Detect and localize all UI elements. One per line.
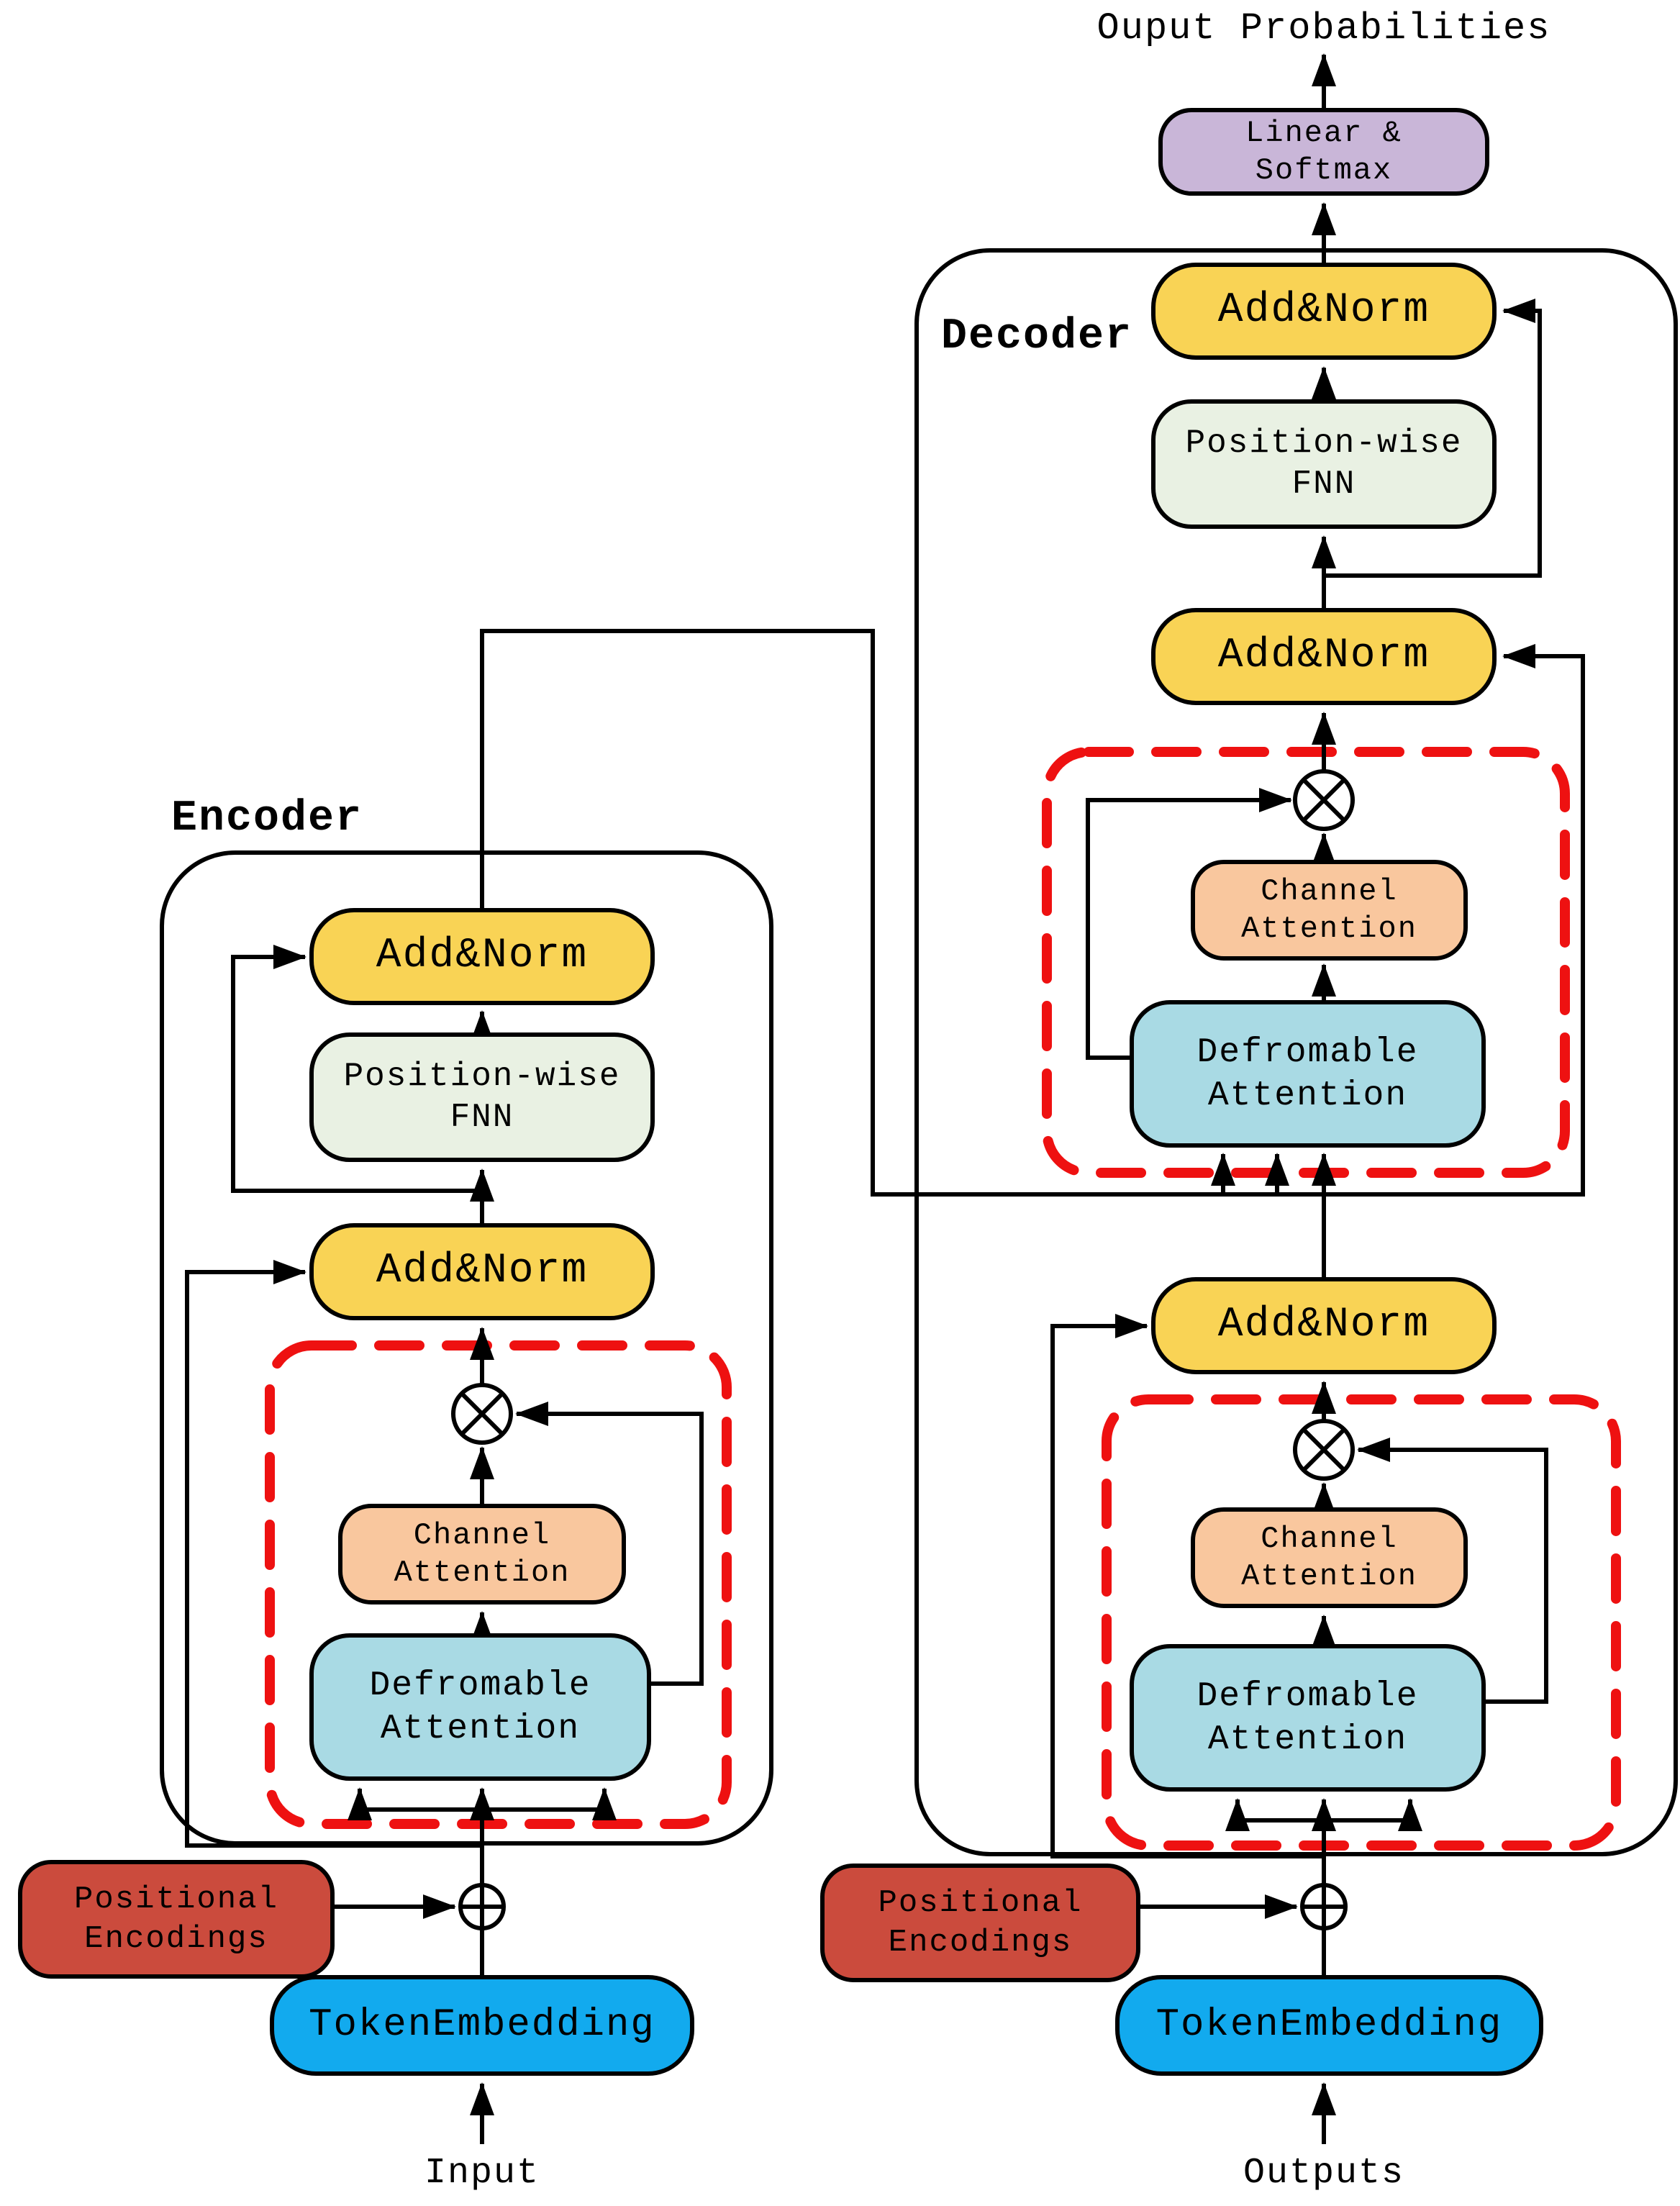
arrow-bracket-right-into-deformable <box>482 1787 617 1820</box>
encoder-attention-dashed-box <box>265 1340 732 1829</box>
decoder-token-embedding: TokenEmbedding <box>1115 1975 1543 2076</box>
encoder-positional-line2: Encodings <box>84 1920 268 1957</box>
decoder-positional-encodings: Positional Encodings <box>820 1864 1140 1982</box>
encoder-positional-line1: Positional <box>73 1881 279 1917</box>
input-label: Input <box>424 2152 540 2194</box>
residual-into-add-norm-top <box>231 945 482 1193</box>
decoder-add-norm-bottom: Add&Norm <box>1151 1277 1497 1374</box>
decoder-fnn-line2: FNN <box>1291 466 1356 503</box>
encoder-fnn-line2: FNN <box>450 1099 514 1136</box>
encoder-deformable-attention: Defromable Attention <box>309 1633 651 1781</box>
encoder-token-embedding: TokenEmbedding <box>270 1975 694 2076</box>
residual-into-add-norm-top <box>1324 299 1542 578</box>
encoder-label: Encoder <box>171 794 363 843</box>
decoder-self-attention-dashed-box <box>1102 1394 1621 1851</box>
decoder-self-channel-attention: Channel Attention <box>1191 1507 1468 1608</box>
arrow-bracket-left-into-self-deformable <box>1225 1798 1324 1831</box>
encoder-channel-attention: Channel Attention <box>338 1504 626 1604</box>
decoder-cross-attention-dashed-box <box>1042 747 1570 1178</box>
decoder-cross-deformable-line2: Attention <box>1207 1076 1408 1115</box>
encoder-output-to-decoder <box>480 629 1585 1197</box>
residual-deformable-to-multiply <box>515 1402 704 1686</box>
encoder-channel-attention-line2: Attention <box>394 1556 571 1590</box>
decoder-label: Decoder <box>941 312 1133 361</box>
decoder-self-channel-line1: Channel <box>1261 1521 1398 1556</box>
encoder-wires <box>185 629 1585 2144</box>
decoder-add-norm-top-text: Add&Norm <box>1217 287 1430 335</box>
decoder-add-norm-mid-text: Add&Norm <box>1217 632 1430 680</box>
encoder-deformable-attention-line2: Attention <box>380 1709 581 1748</box>
decoder-add-norm-mid: Add&Norm <box>1151 608 1497 705</box>
decoder-cross-channel-line1: Channel <box>1261 873 1398 909</box>
residual-cross-deformable-to-multiply <box>1086 788 1292 1060</box>
decoder-add-norm-top: Add&Norm <box>1151 263 1497 360</box>
decoder-positional-line2: Encodings <box>888 1924 1073 1961</box>
decoder-token-embedding-text: TokenEmbedding <box>1155 2003 1503 2048</box>
decoder-self-deformable-line1: Defromable <box>1197 1676 1419 1716</box>
decoder-positional-line1: Positional <box>878 1884 1083 1921</box>
decoder-fnn-line1: Position-wise <box>1185 424 1463 462</box>
encoder-channel-attention-line1: Channel <box>413 1517 551 1553</box>
encoder-position-wise-fnn: Position-wise FNN <box>309 1032 655 1162</box>
decoder-self-channel-line2: Attention <box>1241 1559 1417 1594</box>
decoder-cross-channel-attention: Channel Attention <box>1191 860 1468 961</box>
outputs-label: Outputs <box>1243 2152 1405 2194</box>
linear-softmax-line1: Linear & <box>1245 115 1402 150</box>
arrow-bracket-left-into-deformable <box>348 1787 482 1820</box>
encoder-add-norm-bottom-text: Add&Norm <box>376 1248 589 1295</box>
encoder-add-icon <box>458 1883 506 1930</box>
encoder-token-embedding-text: TokenEmbedding <box>309 2003 655 2048</box>
decoder-position-wise-fnn: Position-wise FNN <box>1151 399 1497 529</box>
encoder-deformable-attention-line1: Defromable <box>369 1666 591 1705</box>
decoder-cross-deformable-attention: Defromable Attention <box>1130 1000 1486 1148</box>
residual-self-deformable-to-multiply <box>1357 1438 1548 1704</box>
decoder-add-icon <box>1300 1883 1348 1930</box>
residual-into-add-norm-bottom <box>1050 1314 1324 1858</box>
decoder-cross-multiply-icon <box>1293 769 1355 831</box>
encoder-add-norm-top: Add&Norm <box>309 908 655 1005</box>
encoder-positional-encodings: Positional Encodings <box>18 1860 335 1979</box>
encoder-fnn-line1: Position-wise <box>343 1057 621 1095</box>
decoder-wires <box>1050 53 1548 2144</box>
decoder-add-norm-bottom-text: Add&Norm <box>1217 1302 1430 1349</box>
decoder-self-deformable-line2: Attention <box>1207 1720 1408 1759</box>
residual-into-add-norm-bottom <box>185 1260 482 1848</box>
arrow-bracket-right-into-self-deformable <box>1324 1798 1422 1831</box>
output-probabilities-title: Ouput Probabilities <box>1096 6 1551 50</box>
encoder-multiply-icon <box>451 1383 513 1445</box>
decoder-cross-deformable-line1: Defromable <box>1197 1032 1419 1072</box>
decoder-cross-channel-line2: Attention <box>1241 912 1417 946</box>
decoder-linear-softmax: Linear & Softmax <box>1158 108 1489 196</box>
encoder-add-norm-bottom: Add&Norm <box>309 1223 655 1320</box>
linear-softmax-line2: Softmax <box>1255 153 1393 188</box>
decoder-self-multiply-icon <box>1293 1419 1355 1481</box>
decoder-self-deformable-attention: Defromable Attention <box>1130 1644 1486 1792</box>
encoder-add-norm-top-text: Add&Norm <box>376 932 589 980</box>
